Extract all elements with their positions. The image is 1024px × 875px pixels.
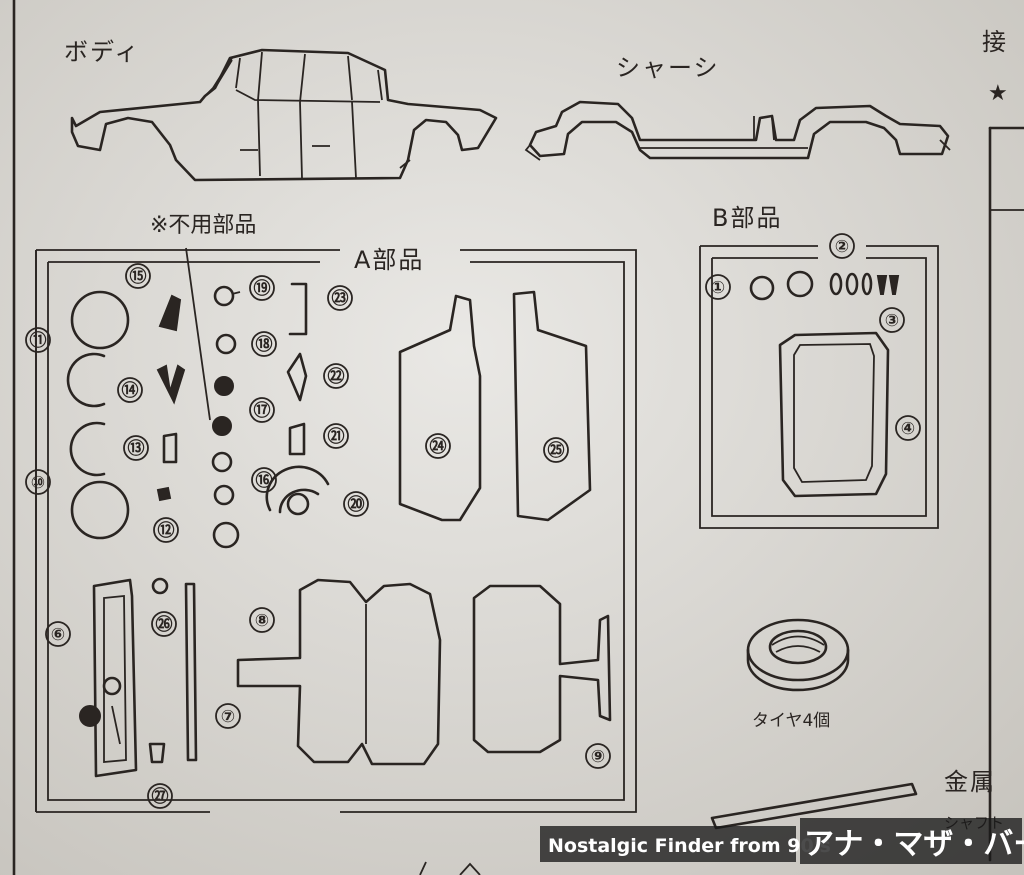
part-number-6: ⑥: [51, 625, 65, 645]
part-number-11: ⑪: [30, 330, 47, 351]
part-number-12: ⑫: [158, 520, 175, 541]
car-body-drawing: [70, 48, 498, 182]
part-number-21: ㉑: [328, 426, 345, 447]
part-number-27: ㉗: [152, 786, 169, 807]
chassis-drawing: [524, 100, 951, 161]
part-number-14: ⑭: [122, 380, 139, 401]
part-number-16: ⑯: [256, 470, 273, 491]
part-number-24: ㉔: [430, 436, 447, 457]
unused-parts-label: ※不用部品: [150, 213, 256, 238]
part-number-15: ⑮: [130, 266, 147, 287]
parts-a-items: [66, 282, 612, 778]
part-number-7: ⑦: [221, 707, 235, 727]
part-number-3: ③: [885, 311, 899, 331]
right-table-fragment: 接 ★: [982, 28, 1024, 862]
part-number-25: ㉕: [548, 440, 565, 461]
metal-shaft: [710, 782, 918, 830]
watermark: Nostalgic Finder from 90's アナ・マザ・バー: [540, 818, 1024, 864]
parts-b-frame: [699, 245, 939, 529]
part-number-2: ②: [835, 237, 849, 257]
edge-heading: 接: [982, 28, 1008, 56]
part-number-8: ⑧: [255, 611, 269, 631]
part-number-labels: ① ② ③ ④ ⑥ ⑦ ⑧ ⑨ ⑩ ⑪ ⑫ ⑬ ⑭ ⑮ ⑯ ⑰ ⑱ ⑲ ⑳ ㉑ …: [25, 233, 921, 809]
chassis-label: シャーシ: [616, 54, 720, 82]
part-number-23: ㉓: [332, 288, 349, 309]
part-number-19: ⑲: [254, 278, 271, 299]
part-number-26: ㉖: [156, 614, 173, 635]
part-number-20: ⑳: [348, 494, 365, 515]
parts-b-items: [749, 270, 900, 498]
part-number-10: ⑩: [31, 473, 45, 493]
watermark-line2: アナ・マザ・バー: [804, 827, 1024, 862]
body-label: ボディ: [64, 38, 140, 66]
star-mark: ★: [988, 81, 1008, 106]
bottom-scribble: [419, 861, 481, 875]
part-number-4: ④: [901, 419, 915, 439]
part-number-17: ⑰: [254, 400, 271, 421]
parts-a-frame: [35, 249, 637, 813]
tire-drawing: [746, 618, 850, 692]
part-number-22: ㉒: [328, 366, 345, 387]
metal-label: 金属: [944, 768, 996, 796]
tires-label: タイヤ4個: [752, 711, 830, 731]
part-number-18: ⑱: [256, 334, 273, 355]
watermark-line1: Nostalgic Finder from 90's: [548, 835, 831, 857]
parts-b-label: B部品: [712, 204, 782, 232]
part-number-9: ⑨: [591, 747, 605, 767]
unused-pointer-line: [185, 247, 211, 421]
part-number-13: ⑬: [128, 438, 145, 459]
part-number-1: ①: [711, 278, 725, 298]
parts-a-label: A部品: [354, 246, 424, 274]
